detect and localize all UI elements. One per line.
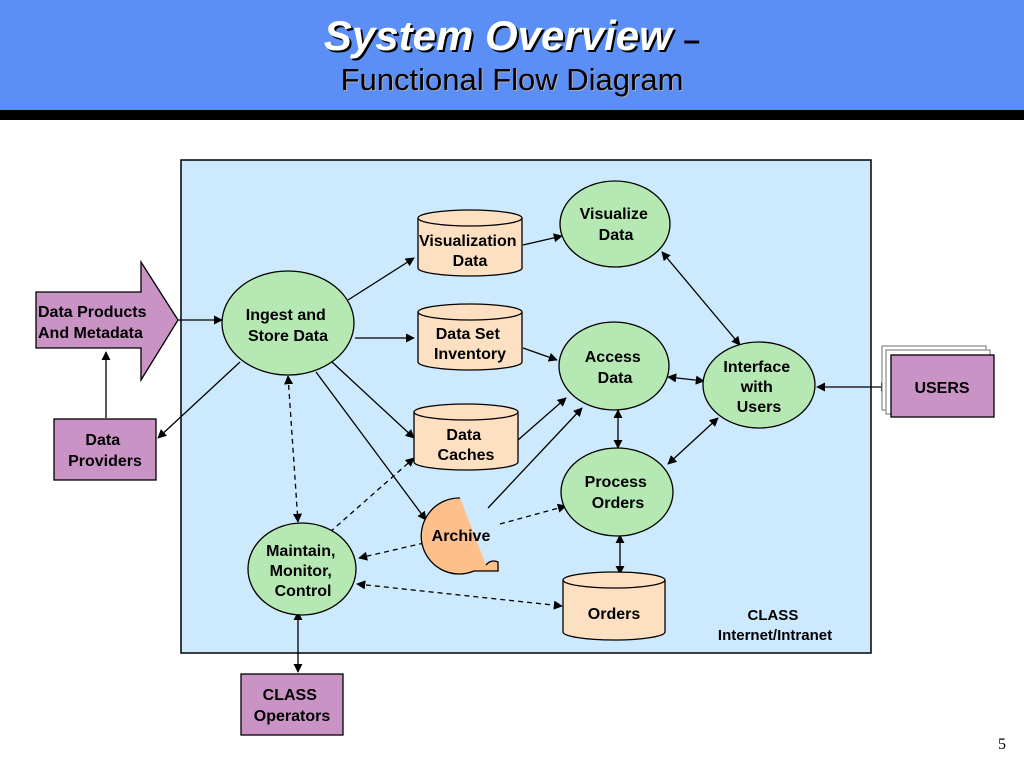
arrow-ingest-to-providers	[157, 361, 241, 439]
svg-text:USERS: USERS	[914, 380, 969, 397]
arrow-visualize-interface	[661, 251, 741, 346]
svg-text:Ingest and Store Data: Ingest and Store Data	[246, 307, 330, 345]
access-label-1: Access	[585, 349, 641, 366]
svg-text:Access Data: Access Data	[585, 349, 646, 387]
interface-users-node: Interface with Users	[702, 341, 816, 429]
slide-title-text: System Overview	[323, 12, 672, 59]
svg-text:Data Providers: Data Providers	[68, 432, 142, 470]
users-label: USERS	[914, 380, 969, 397]
orders-label: Orders	[588, 606, 641, 623]
svg-text:Process Orders: Process Orders	[585, 474, 652, 512]
operators-label-2: Operators	[254, 708, 331, 725]
archive-label: Archive	[432, 528, 491, 545]
visualize-data-node: Visualize Data	[559, 180, 671, 268]
caches-label-1: Data	[446, 427, 481, 444]
users-node: USERS	[881, 345, 995, 418]
access-data-node: Access Data	[558, 321, 670, 411]
operators-label-1: CLASS	[263, 687, 318, 704]
title-dash: –	[683, 24, 701, 57]
arrow-caches-to-access	[517, 397, 567, 441]
data-caches-store: Data Caches	[413, 403, 519, 471]
arrow-ingest-maintain	[284, 375, 302, 523]
page-number: 5	[998, 736, 1006, 753]
arrow-ingest-to-archive	[315, 371, 427, 521]
interface-label-2: with	[740, 379, 773, 396]
svg-text:Data Products And Metada: Data Products And Metadata	[38, 304, 151, 342]
svg-text:Visualization Data: Visualization Data	[419, 233, 521, 270]
data-providers-label-1: Data	[85, 432, 120, 449]
ingest-label-1: Ingest and	[246, 307, 326, 324]
ingest-store-node: Ingest and Store Data	[221, 270, 355, 376]
data-providers-node: Data Providers	[53, 418, 157, 481]
inventory-label-2: Inventory	[434, 346, 506, 363]
arrow-maintain-to-caches	[329, 457, 415, 533]
arrow-ingest-to-caches	[331, 361, 415, 439]
class-internet-label-1: CLASS	[747, 607, 798, 624]
access-label-2: Data	[598, 370, 633, 387]
data-products-node: Data Products And Metadata	[35, 259, 179, 383]
svg-text:Visualize Data: Visualize Data	[580, 206, 653, 244]
svg-text:Data Caches: Data Caches	[438, 427, 495, 464]
maintain-label-3: Control	[275, 583, 332, 600]
data-providers-label-2: Providers	[68, 453, 142, 470]
title-banner	[0, 0, 1024, 110]
arrow-archive-to-access	[487, 407, 583, 509]
archive-store: Archive	[420, 497, 499, 575]
maintain-monitor-node: Maintain, Monitor, Control	[247, 522, 357, 616]
arrow-ingest-to-visualization	[347, 257, 415, 301]
visualize-label-2: Data	[599, 227, 634, 244]
arrow-access-interface	[667, 373, 705, 385]
class-operators-node: CLASS Operators	[240, 673, 344, 736]
maintain-label-2: Monitor,	[270, 563, 332, 580]
title-divider	[0, 110, 1024, 120]
process-label-2: Orders	[592, 495, 645, 512]
connectors	[101, 233, 890, 673]
svg-text:Interface with Use: Interface with Users	[723, 359, 794, 416]
interface-label-1: Interface	[723, 359, 790, 376]
arrow-maintain-orders	[356, 580, 563, 610]
arrow-process-interface	[667, 417, 719, 465]
visualization-data-label-1: Visualization	[419, 233, 517, 250]
caches-label-2: Caches	[438, 447, 495, 464]
svg-text:Orders: Orders	[588, 606, 641, 623]
arrow-archive-to-process	[499, 503, 567, 525]
slide-subtitle: Functional Flow Diagram	[340, 62, 684, 97]
svg-text:Maintain, Monitor,: Maintain, Monitor, Control	[266, 543, 340, 600]
svg-text:Archive: Archive	[432, 528, 491, 545]
data-set-inventory-store: Data Set Inventory	[417, 303, 523, 371]
data-products-label-1: Data Products	[38, 304, 147, 321]
svg-text:CLASS Operators: CLASS Operators	[254, 687, 331, 725]
inventory-label-1: Data Set	[436, 326, 501, 343]
orders-store: Orders	[562, 571, 666, 641]
ingest-label-2: Store Data	[248, 328, 328, 345]
class-internet-label-2: Internet/Intranet	[718, 627, 832, 644]
process-label-1: Process	[585, 474, 647, 491]
slide-title: System Overview –	[0, 12, 1024, 60]
svg-text:Data Set Inventory: Data Set Inventory	[434, 326, 506, 363]
interface-label-3: Users	[737, 399, 782, 416]
class-internet-label: CLASS Internet/Intranet	[718, 607, 832, 644]
maintain-label-1: Maintain,	[266, 543, 335, 560]
arrow-visualization-to-visualize	[522, 233, 563, 246]
process-orders-node: Process Orders	[560, 447, 674, 537]
visualization-data-label-2: Data	[453, 253, 488, 270]
arrow-inventory-to-access	[522, 347, 558, 362]
arrow-archive-to-maintain	[358, 542, 425, 561]
visualization-data-store: Visualization Data	[417, 209, 523, 277]
data-products-label-2: And Metadata	[38, 325, 143, 342]
visualize-label-1: Visualize	[580, 206, 648, 223]
